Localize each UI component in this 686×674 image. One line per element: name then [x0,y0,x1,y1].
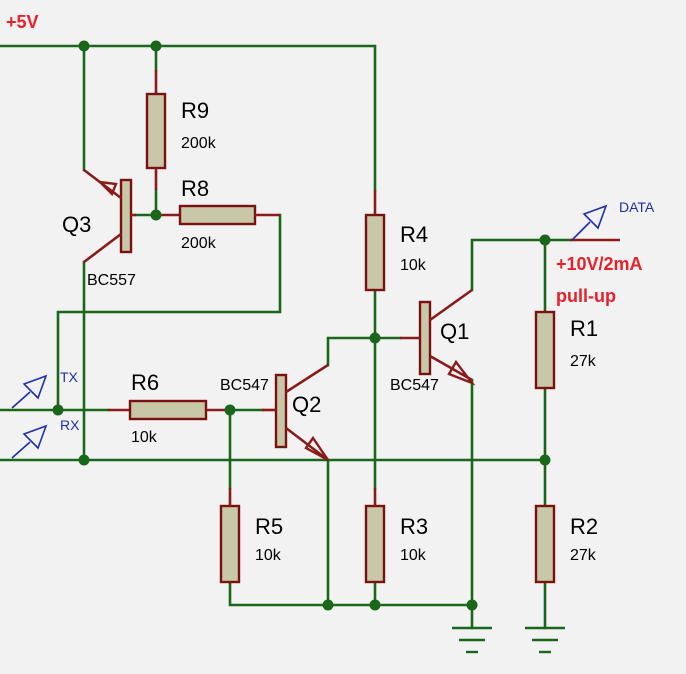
resistor-r1 [534,310,556,390]
wire-q1-collector [470,238,572,292]
wire-5v-rail [0,44,377,192]
tx-port-icon [11,374,48,409]
resistor-r5 [219,488,241,584]
transistor-q3 [83,168,136,264]
wire-q2-collector [326,336,402,367]
wire-gnd-bus [228,580,474,607]
r3-value: 10k [400,547,427,564]
resistor-r9 [145,70,167,190]
q1-name: Q1 [440,319,469,344]
r2-value: 27k [570,547,597,564]
q3-name: Q3 [62,212,91,237]
r8-value: 200k [181,235,217,252]
data-port-icon [571,204,608,241]
r6-name: R6 [131,370,159,395]
r1-name: R1 [570,316,598,341]
supply-label: +5V [6,12,39,32]
rx-port-icon [11,424,48,459]
resistor-r2 [534,504,556,584]
r6-value: 10k [131,429,158,446]
q2-part: BC547 [220,377,269,394]
note-line1: +10V/2mA [556,254,643,274]
q2-name: Q2 [292,392,321,417]
r4-name: R4 [400,222,428,247]
data-port-label: DATA [619,199,655,215]
rx-port-label: RX [60,417,80,433]
ground-symbol-r2 [525,626,565,654]
wire-r8-loop [56,213,282,412]
ground-symbol-q1 [452,626,492,654]
transistor-q1 [400,288,476,386]
r4-value: 10k [400,257,427,274]
resistor-r6 [108,399,230,421]
q3-part: BC557 [87,272,136,289]
r1-value: 27k [570,353,597,370]
r8-name: R8 [181,176,209,201]
wires [0,44,572,630]
resistor-r3 [364,488,386,584]
r2-name: R2 [570,514,598,539]
junctions [52,40,551,611]
r3-name: R3 [400,514,428,539]
q1-part: BC547 [390,377,439,394]
note-line2: pull-up [556,286,616,306]
r9-name: R9 [181,98,209,123]
tx-port-label: TX [60,369,79,385]
r5-value: 10k [255,547,282,564]
resistor-r8 [156,204,280,226]
transistor-q2 [262,363,329,462]
r9-value: 200k [181,135,217,152]
r5-name: R5 [255,514,283,539]
resistor-r4 [364,190,386,292]
